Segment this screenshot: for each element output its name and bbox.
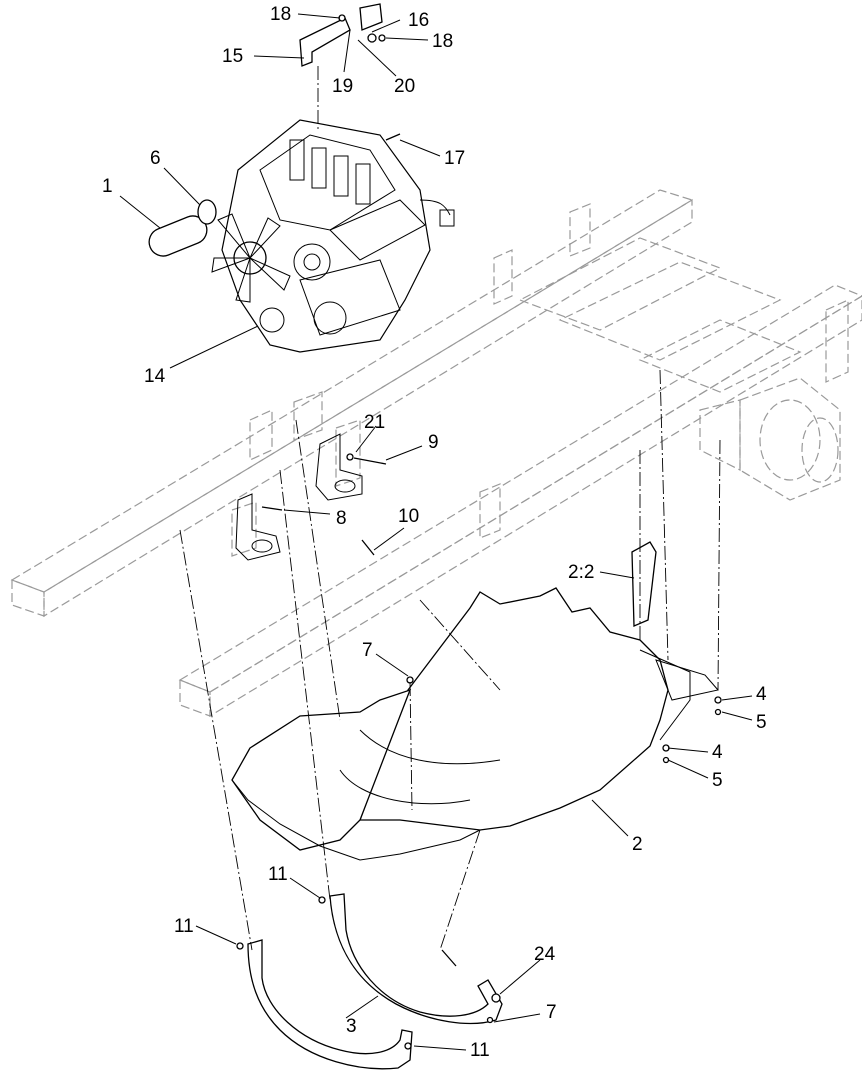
callout-24: 24	[534, 944, 556, 965]
lift-bracket	[299, 3, 386, 130]
callouts: 1 6 14 15 16 17 18 18 19 20 21 9 8 10 2:…	[102, 4, 767, 1061]
fasteners	[236, 676, 722, 1050]
callout-18-top: 18	[270, 4, 291, 25]
callout-8: 8	[336, 508, 347, 529]
callout-11-bottom: 11	[470, 1040, 490, 1061]
callout-19: 19	[332, 76, 353, 97]
callout-7-top: 7	[362, 640, 373, 661]
callout-6: 6	[150, 148, 161, 169]
callout-15: 15	[222, 46, 243, 67]
callout-2-2: 2:2	[568, 562, 594, 583]
callout-2: 2	[632, 834, 643, 855]
part-2-2-plate	[631, 541, 657, 627]
callout-5-upper: 5	[756, 712, 767, 733]
callout-11-left: 11	[174, 916, 194, 937]
cooling-fan	[211, 213, 291, 303]
part-17-plug	[385, 133, 401, 141]
callout-18-right: 18	[432, 31, 453, 52]
callout-7-bottom: 7	[546, 1002, 557, 1023]
callout-21: 21	[364, 412, 385, 433]
engine-assembly	[211, 119, 455, 353]
chassis-frame	[10, 189, 862, 718]
callout-9: 9	[428, 432, 439, 453]
callout-10: 10	[398, 506, 419, 527]
callout-4-upper: 4	[756, 684, 767, 705]
leader-lines	[119, 13, 753, 1051]
callout-17: 17	[444, 148, 465, 169]
callout-3: 3	[346, 1016, 357, 1037]
callout-5-lower: 5	[712, 770, 723, 791]
callout-14: 14	[144, 366, 166, 387]
part-6-clamp	[197, 199, 217, 225]
callout-4-lower: 4	[712, 742, 723, 763]
engine-mount-brackets	[235, 433, 387, 561]
callout-1: 1	[102, 176, 113, 197]
alignment-lines	[179, 369, 721, 951]
callout-11-middle: 11	[268, 864, 288, 885]
part-1-hose	[148, 215, 208, 257]
callout-20: 20	[394, 76, 415, 97]
part-3-straps	[247, 893, 503, 1070]
callout-16: 16	[408, 10, 429, 31]
